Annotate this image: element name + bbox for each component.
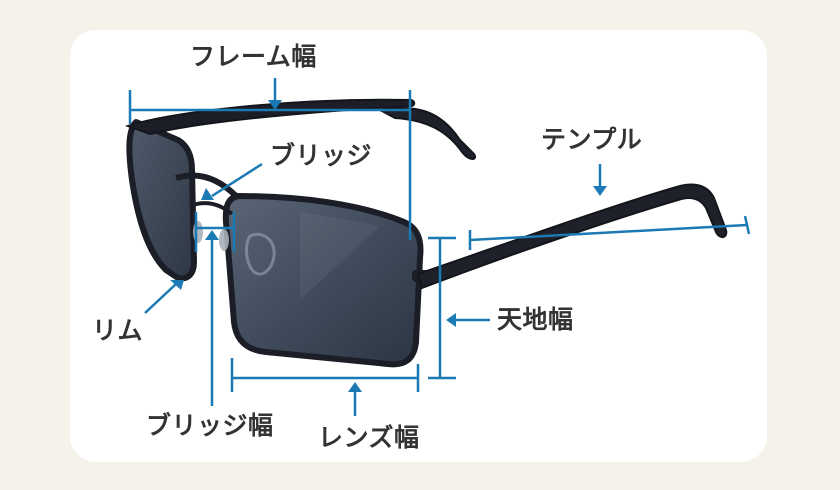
arrow-icon — [348, 382, 362, 392]
right-lens — [222, 193, 424, 368]
bridge-width-label: ブリッジ幅 — [146, 411, 274, 440]
lens-height-label: 天地幅 — [497, 305, 574, 334]
nose-pad — [219, 229, 229, 251]
arrow-icon — [170, 280, 184, 290]
arrow-icon — [205, 230, 219, 240]
top-bar — [124, 98, 416, 136]
nose-pad — [193, 221, 203, 243]
arrow-icon — [144, 283, 177, 314]
arrowheads — [170, 100, 607, 392]
lens-reflection — [245, 232, 276, 276]
back-temple — [376, 106, 476, 160]
arrow-icon — [268, 100, 282, 110]
lens-width-label: レンズ幅 — [318, 423, 420, 452]
arrow-icon — [211, 162, 263, 198]
bridge-label: ブリッジ — [270, 141, 373, 170]
rim-label: リム — [92, 316, 144, 345]
bridge-bottom — [189, 201, 234, 216]
arrow-icon — [593, 186, 607, 196]
frame-width-label: フレーム幅 — [190, 42, 317, 71]
left-lens — [126, 119, 197, 282]
lens-sheen — [300, 212, 380, 300]
temple-label: テンプル — [541, 125, 643, 154]
sunglasses-illustration — [124, 98, 728, 368]
bridge-top — [175, 172, 239, 199]
arrow-icon — [201, 188, 214, 200]
dimension-line — [743, 215, 751, 235]
arrow-icon — [446, 313, 456, 327]
near-temple — [416, 183, 728, 290]
temple-line — [469, 223, 748, 242]
annotations — [128, 78, 751, 416]
